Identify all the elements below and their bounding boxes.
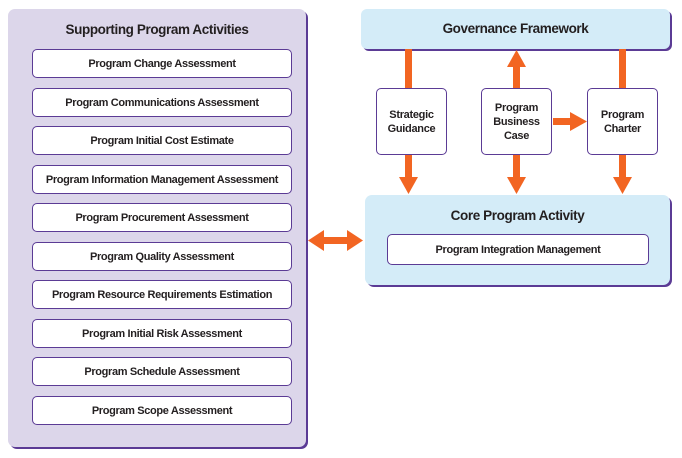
activity-procurement-assessment: Program Procurement Assessment: [32, 203, 292, 232]
strategic-guidance-line-1: Strategic: [389, 108, 434, 121]
program-business-case-box: Program Business Case: [481, 88, 552, 155]
activity-initial-cost-estimate: Program Initial Cost Estimate: [32, 126, 292, 155]
charter-line-1: Program: [600, 108, 645, 121]
arrow-bidirectional-supporting-core: [308, 230, 363, 251]
arrow-charter-to-core: [613, 155, 632, 194]
governance-framework-box: Governance Framework: [361, 9, 670, 49]
strategic-guidance-box: Strategic Guidance: [376, 88, 447, 155]
arrow-gov-to-strategic: [405, 49, 412, 88]
supporting-activities-panel: Supporting Program Activities Program Ch…: [8, 9, 306, 447]
business-case-line-1: Program: [494, 101, 539, 114]
program-integration-management-box: Program Integration Management: [387, 234, 649, 265]
arrow-business-case-to-core: [507, 155, 526, 194]
strategic-guidance-line-2: Guidance: [387, 122, 436, 135]
activity-schedule-assessment: Program Schedule Assessment: [32, 357, 292, 386]
activity-change-assessment: Program Change Assessment: [32, 49, 292, 78]
activity-information-management-assessment: Program Information Management Assessmen…: [32, 165, 292, 194]
activity-scope-assessment: Program Scope Assessment: [32, 396, 292, 425]
arrow-business-case-to-charter: [553, 112, 587, 131]
arrow-business-case-to-gov: [507, 50, 526, 88]
program-charter-box: Program Charter: [587, 88, 658, 155]
business-case-line-2: Business: [493, 115, 540, 128]
supporting-activities-title: Supporting Program Activities: [65, 22, 249, 37]
arrow-strategic-to-core: [399, 155, 418, 194]
activity-initial-risk-assessment: Program Initial Risk Assessment: [32, 319, 292, 348]
charter-line-2: Charter: [603, 122, 641, 135]
arrow-gov-to-charter: [619, 49, 626, 88]
business-case-line-3: Case: [503, 129, 530, 142]
governance-framework-title: Governance Framework: [442, 21, 589, 36]
activity-resource-requirements-estimation: Program Resource Requirements Estimation: [32, 280, 292, 309]
activity-quality-assessment: Program Quality Assessment: [32, 242, 292, 271]
activity-communications-assessment: Program Communications Assessment: [32, 88, 292, 117]
core-program-activity-title: Core Program Activity: [450, 208, 585, 223]
